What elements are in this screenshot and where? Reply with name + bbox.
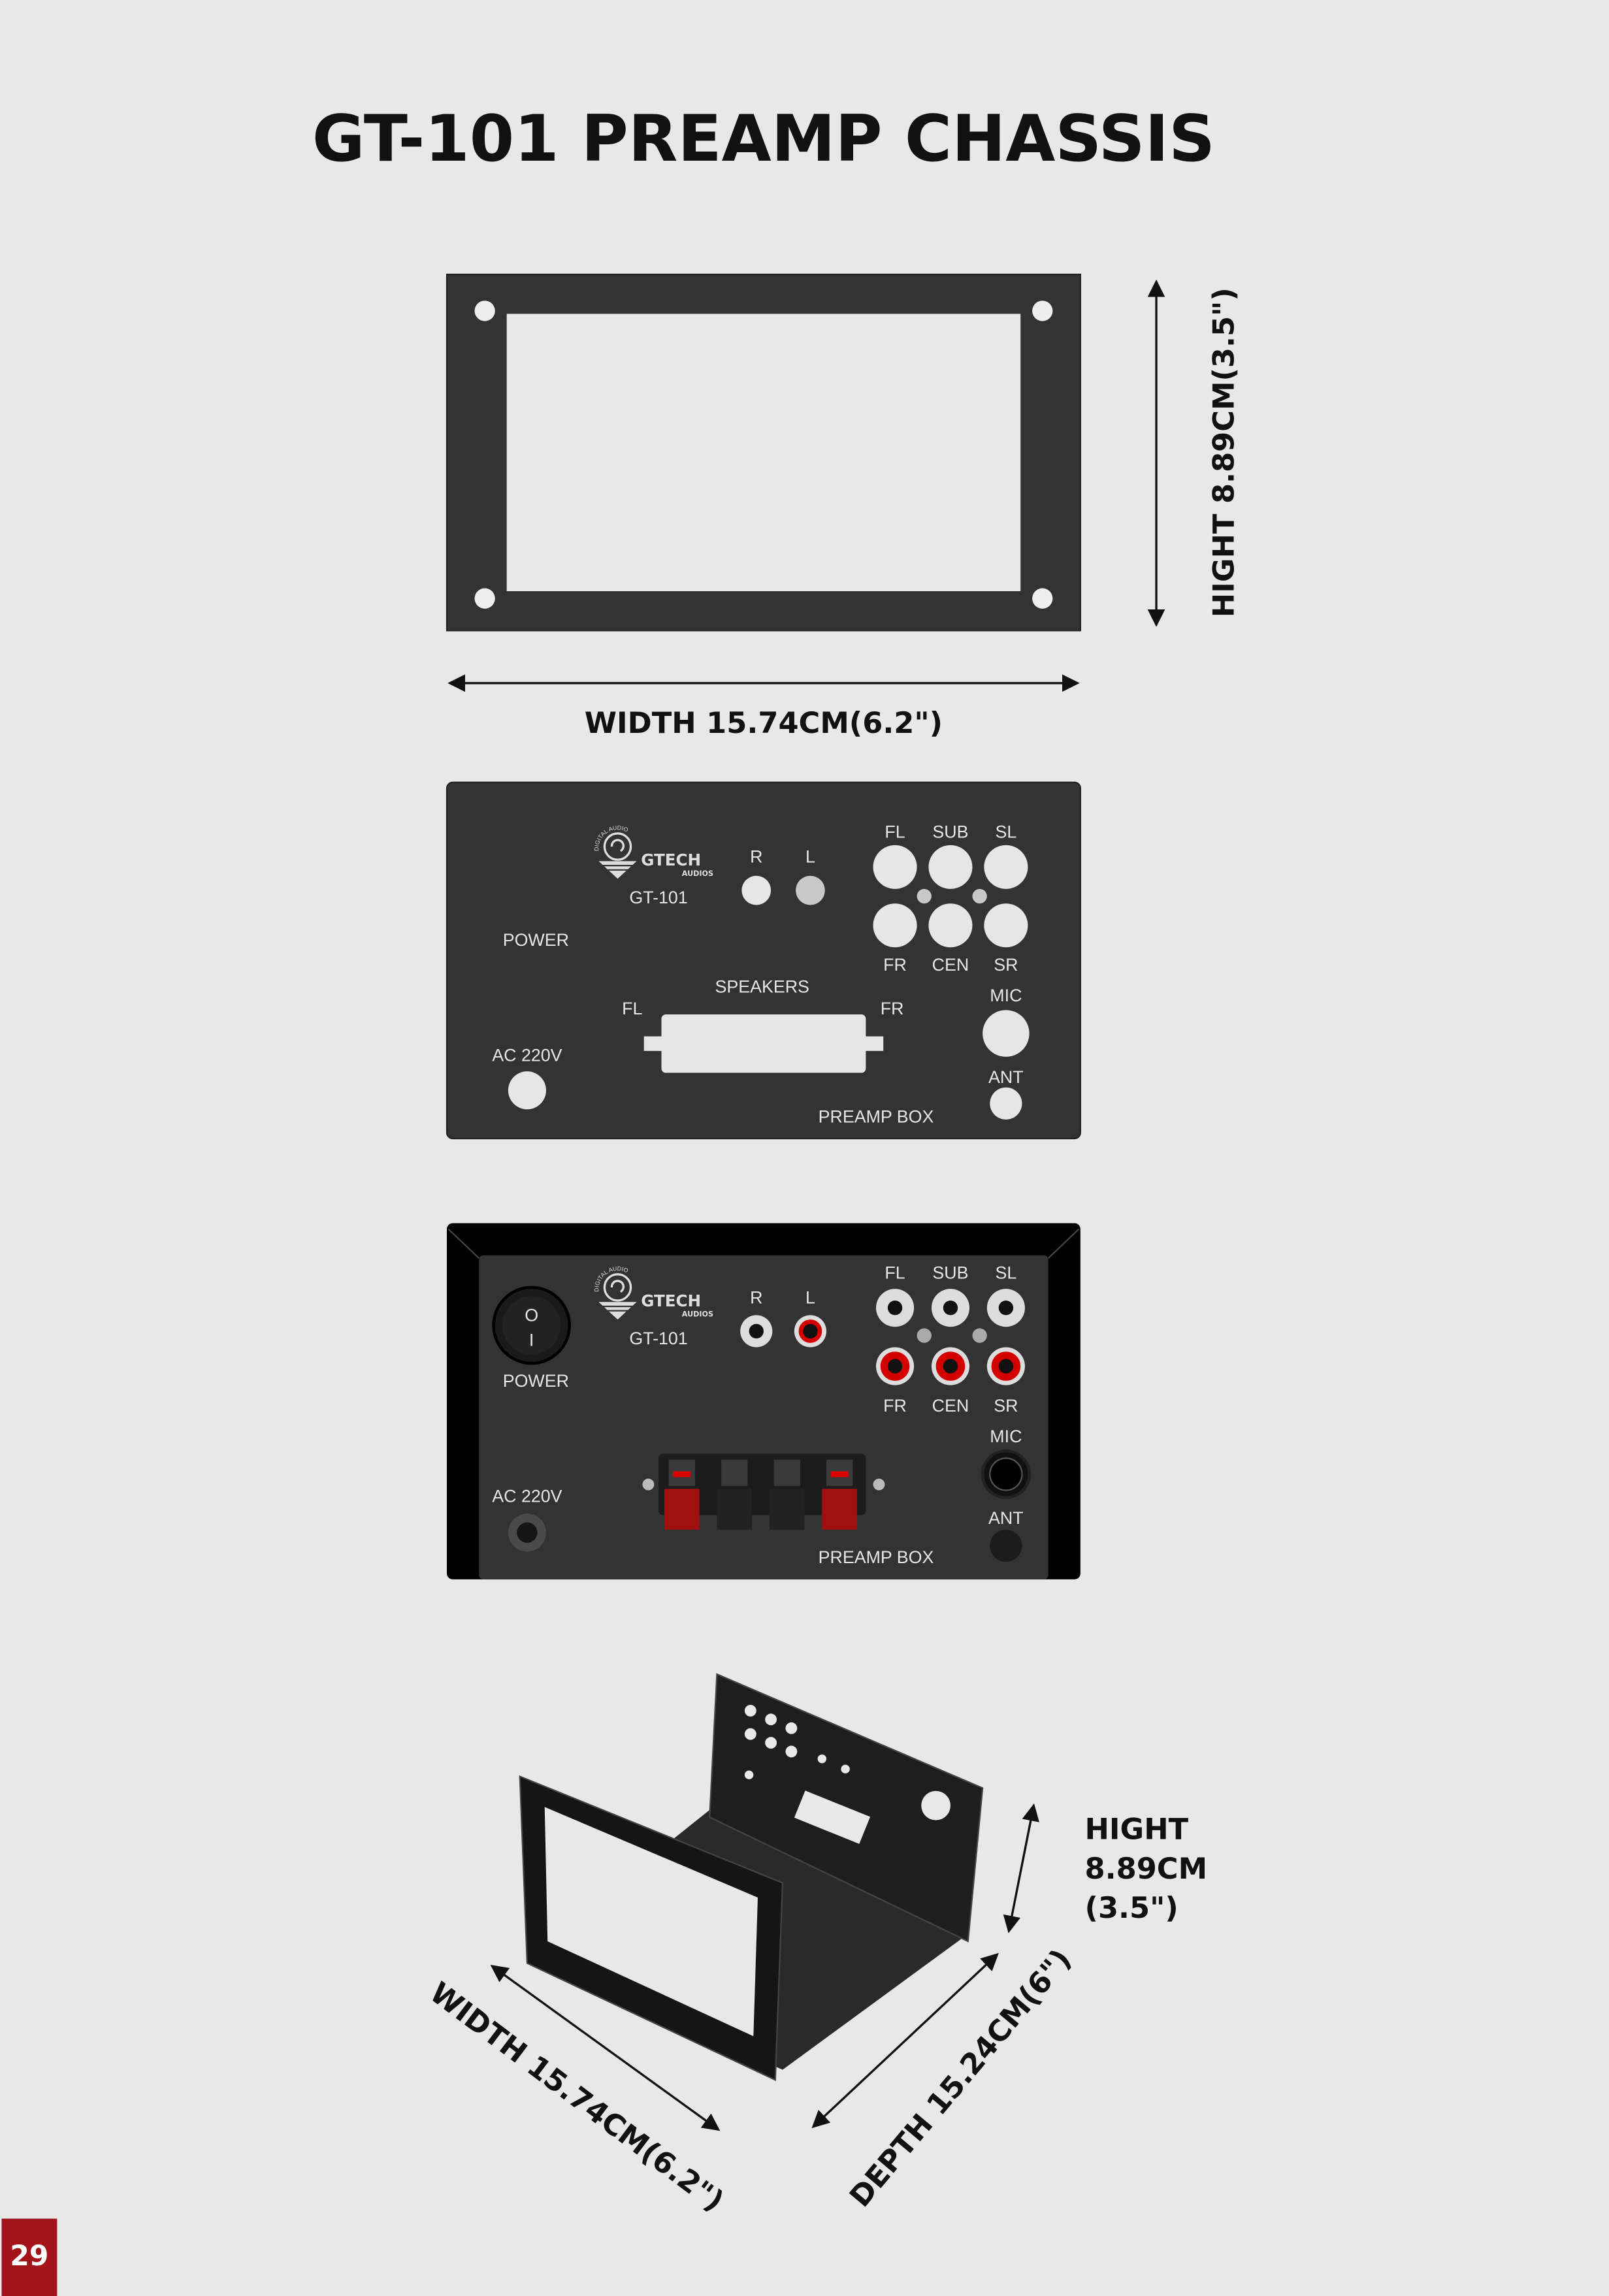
iso-height-arrow — [1003, 1803, 1039, 1933]
svg-text:SUB: SUB — [932, 822, 968, 842]
svg-text:SUB: SUB — [932, 1263, 968, 1282]
panel-rendered: O I DIGITAL AUDIO GTECH AUDIOS GT-101 R … — [447, 1223, 1081, 1579]
svg-text:MIC: MIC — [990, 986, 1022, 1005]
svg-text:AC 220V: AC 220V — [492, 1486, 562, 1506]
svg-text:FR: FR — [883, 955, 907, 975]
speaker-terminal-icon — [642, 1453, 885, 1530]
width-label: WIDTH 15.74CM(6.2") — [585, 706, 943, 740]
svg-text:AC 220V: AC 220V — [492, 1046, 562, 1065]
svg-text:SR: SR — [994, 1396, 1018, 1415]
svg-text:8.89CM: 8.89CM — [1085, 1852, 1208, 1886]
svg-text:POWER: POWER — [503, 930, 569, 950]
panel-drilling-template: DIGITAL AUDIO GTECH AUDIOS GT-101 R L FL… — [446, 781, 1081, 1140]
brand: GTECH — [641, 850, 701, 869]
svg-text:SL: SL — [995, 822, 1016, 842]
svg-text:FL: FL — [885, 1263, 905, 1282]
svg-text:CEN: CEN — [932, 1396, 969, 1415]
svg-text:PREAMP BOX: PREAMP BOX — [819, 1547, 934, 1567]
svg-text:SL: SL — [995, 1263, 1016, 1282]
rca-jack-icon — [740, 1315, 773, 1348]
svg-text:GT-101: GT-101 — [629, 888, 687, 907]
svg-text:L: L — [805, 847, 815, 867]
svg-text:GT-101: GT-101 — [629, 1329, 687, 1348]
iso-depth-arrow — [811, 1952, 999, 2129]
svg-text:AUDIOS: AUDIOS — [682, 1310, 713, 1319]
page-number: 29 — [10, 2240, 48, 2272]
svg-text:R: R — [750, 847, 762, 867]
svg-text:O: O — [525, 1305, 538, 1325]
iso-height-label: HIGHT — [1085, 1813, 1189, 1847]
chassis-3d-view — [519, 1673, 984, 2082]
svg-text:POWER: POWER — [503, 1371, 569, 1391]
svg-text:PREAMP BOX: PREAMP BOX — [819, 1107, 934, 1126]
svg-text:ANT: ANT — [988, 1508, 1024, 1528]
antenna-jack-icon — [990, 1529, 1022, 1562]
svg-text:(3.5"): (3.5") — [1085, 1891, 1178, 1925]
svg-text:L: L — [805, 1287, 815, 1307]
svg-text:I: I — [529, 1330, 534, 1350]
svg-text:CEN: CEN — [932, 955, 969, 975]
front-frame-drawing — [446, 273, 1081, 632]
iso-width-arrow — [490, 1965, 721, 2131]
svg-text:FL: FL — [622, 999, 642, 1018]
svg-text:FR: FR — [883, 1396, 907, 1415]
svg-text:GTECH: GTECH — [641, 1291, 701, 1310]
rca-jack-icon — [794, 1315, 827, 1348]
svg-text:FR: FR — [881, 999, 904, 1018]
svg-text:R: R — [750, 1287, 762, 1307]
svg-text:AUDIOS: AUDIOS — [682, 869, 713, 878]
svg-text:SPEAKERS: SPEAKERS — [715, 977, 809, 997]
svg-text:ANT: ANT — [988, 1067, 1024, 1087]
height-label: HIGHT 8.89CM(3.5") — [1207, 287, 1241, 617]
svg-text:SR: SR — [994, 955, 1018, 975]
svg-text:MIC: MIC — [990, 1427, 1022, 1446]
page-number-badge — [1, 2218, 57, 2296]
page-title: GT-101 PREAMP CHASSIS — [312, 102, 1215, 176]
svg-text:FL: FL — [885, 822, 905, 842]
